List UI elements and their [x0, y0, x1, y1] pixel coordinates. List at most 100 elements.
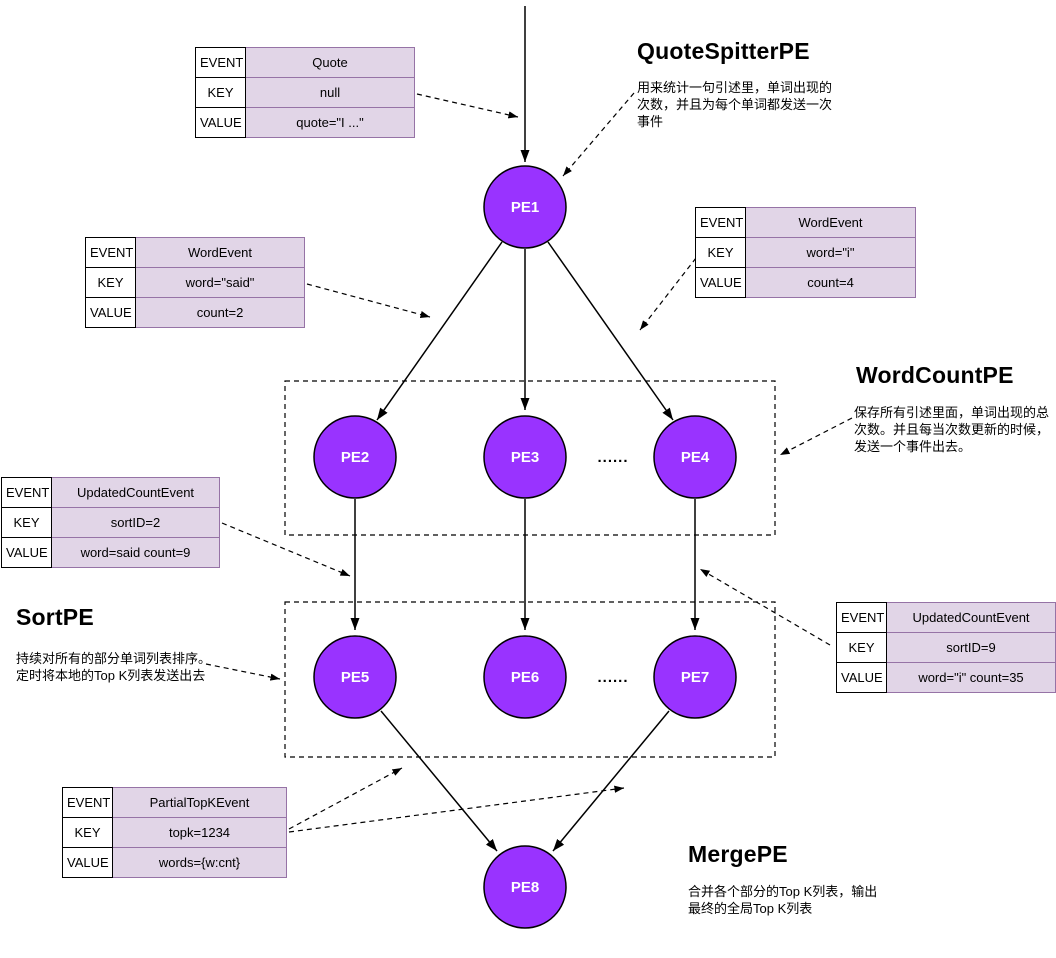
sortpe-group-box	[284, 601, 776, 758]
event-table-updatedcount-i: EVENT UpdatedCountEvent KEY sortID=9 VAL…	[836, 602, 1056, 693]
event-label-cell: KEY	[1, 507, 52, 538]
table-row: VALUE word=said count=9	[1, 537, 220, 568]
group-title-wordcountpe: WordCountPE	[856, 362, 1014, 388]
node-pe1-label: PE1	[511, 199, 539, 216]
wordcountpe-group-box	[284, 380, 776, 536]
table-row: KEY null	[195, 77, 415, 108]
group-title-quotespitterpe: QuoteSpitterPE	[637, 38, 810, 64]
node-pe7	[653, 635, 737, 719]
event-label-cell: KEY	[85, 267, 136, 298]
event-label-cell: EVENT	[62, 787, 113, 818]
event-value-cell: count=2	[135, 297, 305, 328]
node-pe4	[653, 415, 737, 499]
event-value-cell: PartialTopKEvent	[112, 787, 287, 818]
annotation-arrow-wordevent-i	[639, 257, 697, 331]
event-label-cell: KEY	[836, 632, 887, 663]
event-table-partialtopk: EVENT PartialTopKEvent KEY topk=1234 VAL…	[62, 787, 287, 878]
table-row: KEY word="said"	[85, 267, 305, 298]
node-pe4-label: PE4	[681, 449, 710, 466]
table-row: VALUE quote="I ..."	[195, 107, 415, 138]
event-label-cell: KEY	[195, 77, 246, 108]
group-title-mergepe: MergePE	[688, 841, 788, 867]
event-value-cell: WordEvent	[135, 237, 305, 268]
event-value-cell: words={w:cnt}	[112, 847, 287, 878]
event-label-cell: EVENT	[85, 237, 136, 268]
node-pe6-label: PE6	[511, 669, 539, 686]
event-value-cell: UpdatedCountEvent	[51, 477, 220, 508]
event-value-cell: null	[245, 77, 415, 108]
table-row: EVENT WordEvent	[695, 207, 916, 238]
event-value-cell: word="i" count=35	[886, 662, 1056, 693]
event-value-cell: UpdatedCountEvent	[886, 602, 1056, 633]
edge-pe1-pe4	[547, 241, 674, 421]
node-pe5	[313, 635, 397, 719]
event-label-cell: VALUE	[85, 297, 136, 328]
node-pe3	[483, 415, 567, 499]
node-pe6	[483, 635, 567, 719]
event-value-cell: sortID=9	[886, 632, 1056, 663]
table-row: VALUE count=2	[85, 297, 305, 328]
annotation-arrow-wordevent-said	[306, 283, 431, 318]
event-table-wordevent-said: EVENT WordEvent KEY word="said" VALUE co…	[85, 237, 305, 328]
annotation-arrow-sort-desc	[205, 663, 281, 681]
event-value-cell: WordEvent	[745, 207, 916, 238]
node-pe2-label: PE2	[341, 449, 369, 466]
event-value-cell: Quote	[245, 47, 415, 78]
node-pe7-label: PE7	[681, 669, 709, 686]
table-row: VALUE count=4	[695, 267, 916, 298]
table-row: VALUE word="i" count=35	[836, 662, 1056, 693]
event-value-cell: word="i"	[745, 237, 916, 268]
group-desc-mergepe: 合并各个部分的Top K列表，输出 最终的全局Top K列表	[688, 884, 878, 916]
group-desc-wordcountpe: 保存所有引述里面，单词出现的总 次数。并且每当次数更新的时候， 发送一个事件出去…	[854, 405, 1050, 454]
event-label-cell: EVENT	[195, 47, 246, 78]
event-value-cell: topk=1234	[112, 817, 287, 848]
ellipsis-wordcount-row: ......	[597, 449, 628, 466]
table-row: EVENT Quote	[195, 47, 415, 78]
edge-pe1-pe2	[376, 241, 503, 421]
event-label-cell: EVENT	[836, 602, 887, 633]
event-table-updatedcount-said: EVENT UpdatedCountEvent KEY sortID=2 VAL…	[1, 477, 220, 568]
table-row: EVENT UpdatedCountEvent	[1, 477, 220, 508]
event-value-cell: word="said"	[135, 267, 305, 298]
annotation-arrow-updatedcount-i	[699, 568, 831, 646]
event-value-cell: sortID=2	[51, 507, 220, 538]
group-desc-quotespitterpe: 用来统计一句引述里，单词出现的 次数，并且为每个单词都发送一次 事件	[637, 80, 833, 129]
event-label-cell: VALUE	[195, 107, 246, 138]
node-pe8	[483, 845, 567, 929]
node-pe2	[313, 415, 397, 499]
event-label-cell: VALUE	[695, 267, 746, 298]
annotation-arrow-updatedcount-said	[221, 522, 351, 577]
table-row: VALUE words={w:cnt}	[62, 847, 287, 878]
event-value-cell: word=said count=9	[51, 537, 220, 568]
table-row: KEY sortID=9	[836, 632, 1056, 663]
table-row: KEY sortID=2	[1, 507, 220, 538]
event-value-cell: quote="I ..."	[245, 107, 415, 138]
annotation-arrow-quotespitter-desc	[562, 92, 635, 177]
annotation-arrow-topk-right	[288, 785, 625, 833]
node-pe1	[483, 165, 567, 249]
annotation-arrow-quote-table	[416, 93, 519, 119]
table-row: EVENT PartialTopKEvent	[62, 787, 287, 818]
event-label-cell: KEY	[62, 817, 113, 848]
table-row: EVENT WordEvent	[85, 237, 305, 268]
node-pe8-label: PE8	[511, 879, 539, 896]
table-row: KEY topk=1234	[62, 817, 287, 848]
group-title-sortpe: SortPE	[16, 604, 94, 630]
event-value-cell: count=4	[745, 267, 916, 298]
table-row: KEY word="i"	[695, 237, 916, 268]
annotation-arrow-topk-left	[288, 767, 403, 830]
event-label-cell: KEY	[695, 237, 746, 268]
edge-pe5-pe8	[380, 710, 498, 852]
node-pe3-label: PE3	[511, 449, 539, 466]
table-row: EVENT UpdatedCountEvent	[836, 602, 1056, 633]
node-pe5-label: PE5	[341, 669, 369, 686]
group-desc-sortpe: 持续对所有的部分单词列表排序。 定时将本地的Top K列表发送出去	[16, 651, 212, 683]
event-label-cell: EVENT	[1, 477, 52, 508]
event-label-cell: VALUE	[62, 847, 113, 878]
event-label-cell: VALUE	[1, 537, 52, 568]
event-label-cell: EVENT	[695, 207, 746, 238]
event-table-quote: EVENT Quote KEY null VALUE quote="I ..."	[195, 47, 415, 138]
event-label-cell: VALUE	[836, 662, 887, 693]
event-table-wordevent-i: EVENT WordEvent KEY word="i" VALUE count…	[695, 207, 916, 298]
